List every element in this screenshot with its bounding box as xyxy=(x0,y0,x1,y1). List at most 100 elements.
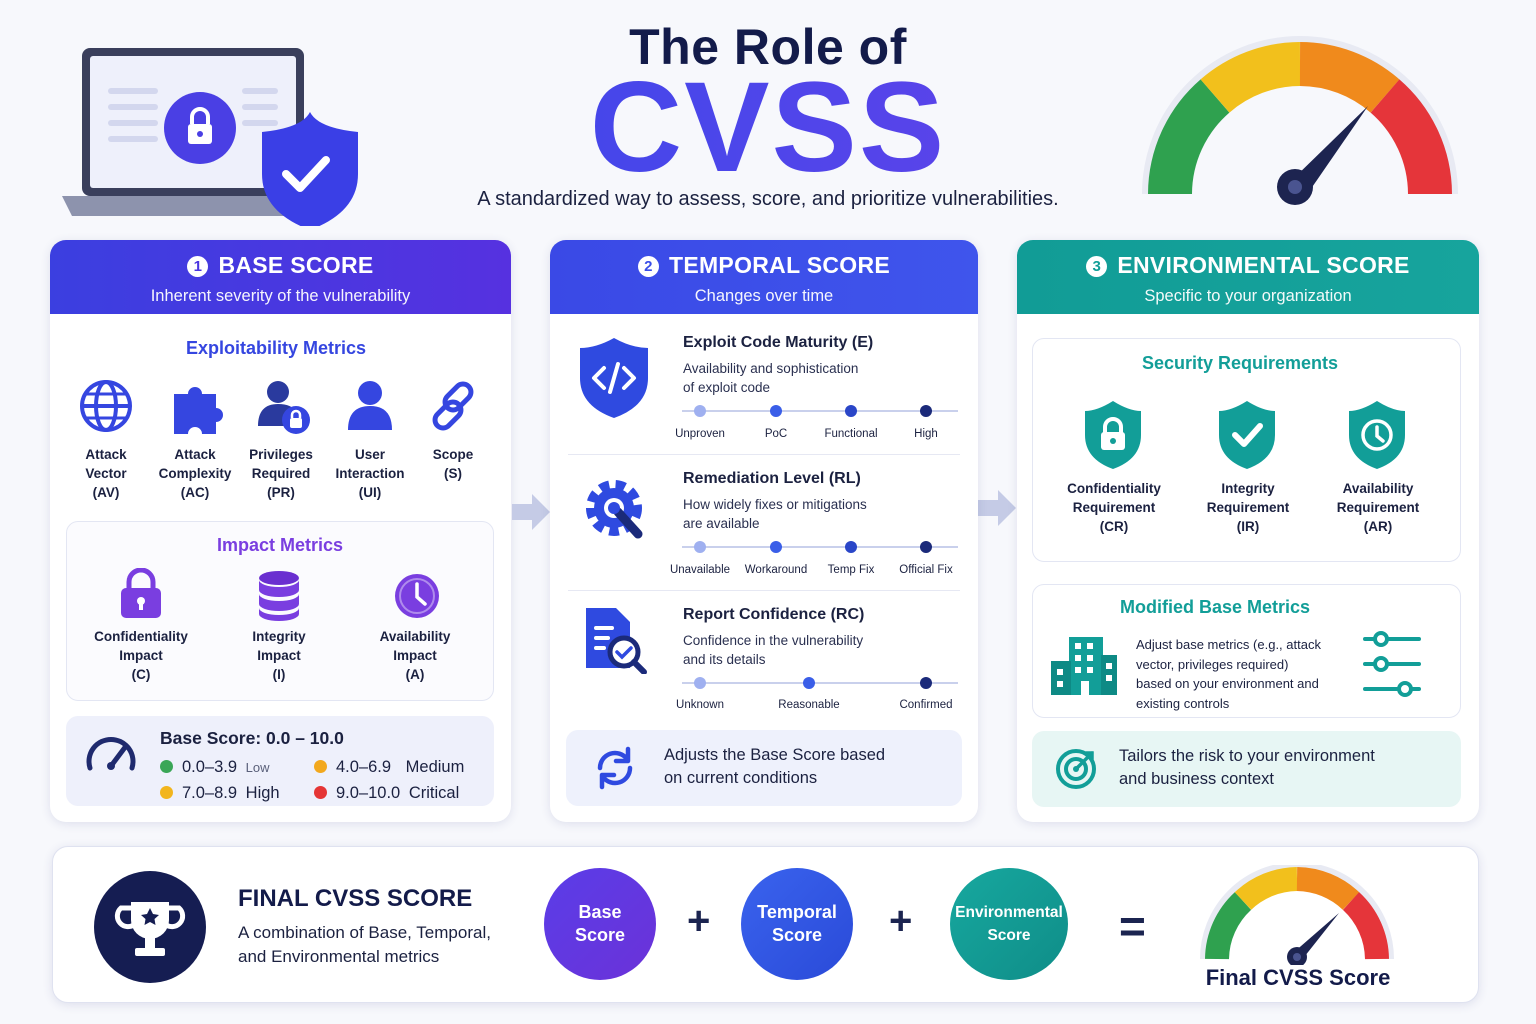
code-shield-icon xyxy=(580,338,648,418)
final-score-card: FINAL CVSS SCORE A combination of Base, … xyxy=(52,846,1479,1003)
rc-track xyxy=(682,682,958,684)
rc-dot-unknown[interactable] xyxy=(694,677,706,689)
temporal-score-title: TEMPORAL SCORE xyxy=(668,252,890,278)
trophy-icon xyxy=(94,871,206,983)
temporal-score-card: 2 TEMPORAL SCORE Changes over time Exploi… xyxy=(550,240,978,822)
security-requirements-title: Security Requirements xyxy=(1141,353,1339,373)
lock-shield-icon xyxy=(1085,401,1141,469)
final-gauge-icon xyxy=(1200,865,1394,965)
report-check-icon xyxy=(586,608,647,674)
range-medium: 4.0–6.9 Medium xyxy=(314,758,464,777)
base-range-title: Base Score: 0.0 – 10.0 xyxy=(160,728,344,748)
score-range-box: Base Score: 0.0 – 10.0 0.0–3.9 Low 4.0–6… xyxy=(66,716,494,806)
ecm-dot-high[interactable] xyxy=(920,405,932,417)
building-icon xyxy=(1051,637,1117,695)
rc-dot-confirmed[interactable] xyxy=(920,677,932,689)
yellow-dot-icon xyxy=(160,786,173,799)
arrow-right-icon xyxy=(978,490,1016,526)
title-top: The Role of xyxy=(629,19,907,75)
environmental-score-subtitle: Specific to your organization xyxy=(1144,287,1352,305)
range-critical: 9.0–10.0 Critical xyxy=(314,784,459,803)
exploit-code-maturity-title: Exploit Code Maturity (E) xyxy=(683,334,874,351)
ecm-dot-functional[interactable] xyxy=(845,405,857,417)
rl-dot-workaround[interactable] xyxy=(770,541,782,553)
red-dot-icon xyxy=(314,786,327,799)
rl-dot-official-fix[interactable] xyxy=(920,541,932,553)
check-shield-icon xyxy=(1219,401,1275,469)
user-lock-icon xyxy=(258,381,310,434)
modified-base-metrics-box: Modified Base Metrics Adjust base metric… xyxy=(1032,584,1461,718)
puzzle-icon xyxy=(174,387,223,434)
rc-label-confirmed: Confirmed xyxy=(899,699,953,711)
environmental-score-title: ENVIRONMENTAL SCORE xyxy=(1117,252,1410,278)
report-confidence-title: Report Confidence (RC) xyxy=(683,606,865,623)
range-high: 7.0–8.9 High xyxy=(160,784,280,803)
green-dot-icon xyxy=(160,760,173,773)
user-icon xyxy=(348,381,392,430)
rl-dot-unavailable[interactable] xyxy=(694,541,706,553)
rl-label-workaround: Workaround xyxy=(744,564,808,576)
rl-track xyxy=(682,546,958,548)
rc-label-reasonable: Reasonable xyxy=(778,699,840,711)
step-number: 1 xyxy=(187,256,209,277)
globe-icon xyxy=(80,380,132,432)
title-main: CVSS xyxy=(0,64,1536,192)
rl-dot-temp-fix[interactable] xyxy=(845,541,857,553)
ecm-label-high: High xyxy=(914,428,938,440)
modified-base-metrics-title: Modified Base Metrics xyxy=(1119,597,1311,617)
rc-label-unknown: Unknown xyxy=(676,699,724,711)
divider xyxy=(568,590,960,591)
base-score-title: BASE SCORE xyxy=(218,252,374,278)
ecm-label-poc: PoC xyxy=(764,428,788,440)
rl-label-official-fix: Official Fix xyxy=(899,564,953,576)
divider xyxy=(568,454,960,455)
step-number: 2 xyxy=(637,256,659,277)
lock-icon xyxy=(121,568,161,618)
equals-icon: = xyxy=(1119,900,1146,952)
ecm-dot-unproven[interactable] xyxy=(694,405,706,417)
temporal-score-subtitle: Changes over time xyxy=(694,287,834,305)
base-score-subtitle: Inherent severity of the vulnerability xyxy=(150,287,411,305)
gauge-icon xyxy=(1142,36,1458,205)
ecm-track xyxy=(682,410,958,412)
ecm-label-unproven: Unproven xyxy=(675,428,725,440)
base-score-card: 1 BASE SCORE Inherent severity of the vul… xyxy=(50,240,511,822)
laptop-shield-icon xyxy=(62,48,358,226)
refresh-icon xyxy=(597,746,633,790)
arrow-right-icon xyxy=(512,494,550,530)
link-icon xyxy=(432,381,474,431)
rl-label-unavailable: Unavailable xyxy=(669,564,731,576)
final-score-result: Final CVSS Score xyxy=(1205,965,1391,990)
gear-wrench-icon xyxy=(586,480,643,539)
clock-icon xyxy=(395,574,439,618)
modified-base-metrics-desc: Adjust base metrics (e.g., attack vector… xyxy=(1136,637,1321,711)
impact-title: Impact Metrics xyxy=(216,535,344,555)
ecm-dot-poc[interactable] xyxy=(770,405,782,417)
final-score-title: FINAL CVSS SCORE xyxy=(238,885,473,912)
final-score-desc: A combination of Base, Temporal,and Envi… xyxy=(238,923,491,966)
rl-label-temp-fix: Temp Fix xyxy=(827,564,875,576)
base-score-header: 1 BASE SCORE Inherent severity of the vul… xyxy=(50,240,511,314)
ecm-label-functional: Functional xyxy=(824,428,878,440)
rc-dot-reasonable[interactable] xyxy=(803,677,815,689)
